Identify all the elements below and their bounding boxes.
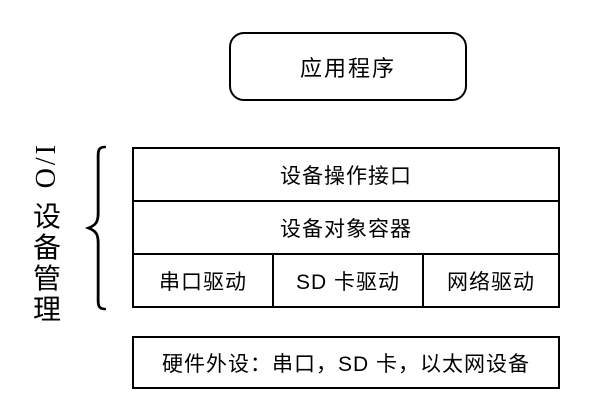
device-interface-label: 设备操作接口 [280, 164, 412, 188]
application-label: 应用程序 [299, 55, 396, 81]
network-driver-cell: 网络驱动 [424, 255, 558, 306]
application-box: 应用程序 [229, 32, 467, 101]
drivers-row: 串口驱动 SD 卡驱动 网络驱动 [134, 255, 558, 306]
sd-card-driver-label: SD 卡驱动 [295, 270, 400, 294]
device-interface-row: 设备操作接口 [134, 149, 558, 202]
serial-driver-cell: 串口驱动 [134, 255, 274, 306]
device-container-row: 设备对象容器 [134, 202, 558, 255]
left-brace-icon [84, 145, 107, 311]
network-driver-label: 网络驱动 [447, 270, 535, 294]
serial-driver-label: 串口驱动 [159, 270, 247, 294]
hardware-box: 硬件外设：串口，SD 卡，以太网设备 [132, 336, 560, 389]
io-stack-table: 设备操作接口 设备对象容器 串口驱动 SD 卡驱动 网络驱动 [132, 147, 560, 308]
io-management-label: I/O 设备管理 [29, 145, 60, 326]
device-container-label: 设备对象容器 [280, 217, 412, 241]
hardware-label: 硬件外设：串口，SD 卡，以太网设备 [161, 352, 530, 376]
sd-card-driver-cell: SD 卡驱动 [274, 255, 424, 306]
